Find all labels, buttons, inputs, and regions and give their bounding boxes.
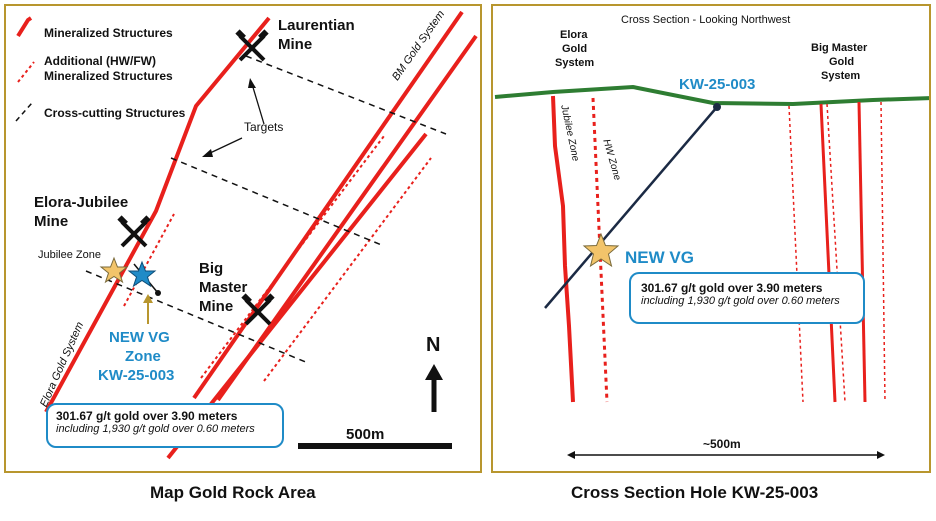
- bm-dotted-3: [880, 101, 886, 403]
- big-master-label-l3: Mine: [199, 298, 234, 315]
- new-vg-label-l1: NEW VG: [109, 329, 170, 346]
- section-new-vg-label: NEW VG: [625, 248, 694, 267]
- legend-mineralized: Mineralized Structures: [44, 26, 173, 40]
- legend-additional-l1: Additional (HW/FW): [44, 54, 156, 68]
- target-arrow-1: [251, 83, 265, 125]
- section-elora-l1: Elora: [560, 29, 588, 41]
- drill-hole-trace: [544, 106, 718, 309]
- section-bigmaster-l2: Gold: [829, 56, 855, 68]
- map-result-line2: including 1,930 g/t gold over 0.60 meter…: [56, 423, 255, 435]
- elora-jubilee-label-l2: Mine: [34, 213, 69, 230]
- section-result-line1: 301.67 g/t gold over 3.90 meters: [641, 281, 823, 295]
- section-bigmaster-l1: Big Master: [811, 42, 868, 54]
- laurentian-label-l1: Laurentian: [278, 17, 355, 34]
- section-title: Cross Section - Looking Northwest: [621, 14, 791, 26]
- legend-additional-l2: Mineralized Structures: [44, 69, 173, 83]
- new-vg-star-icon: [127, 260, 157, 288]
- section-hole-label: KW-25-003: [679, 76, 756, 93]
- crosscut-south: [85, 270, 309, 364]
- legend-dashed-black-symbol: [15, 102, 33, 122]
- section-vg-star-icon: [582, 232, 620, 268]
- hwfw-structure-1: [200, 135, 385, 379]
- bm-solid-1: [819, 103, 837, 403]
- target-arrowhead-1: [248, 78, 256, 88]
- map-result-box: 301.67 g/t gold over 3.90 meters includi…: [46, 403, 284, 448]
- elora-jubilee-label-l1: Elora-Jubilee: [34, 194, 129, 211]
- legend-solid-red-symbol: [16, 16, 33, 38]
- legend-crosscutting: Cross-cutting Structures: [44, 106, 186, 120]
- map-caption: Map Gold Rock Area: [150, 483, 316, 502]
- bm-solid-2: [857, 101, 867, 403]
- bm-dotted-2: [826, 103, 846, 403]
- drill-collar-dot: [713, 103, 721, 111]
- map-scale-label: 500m: [346, 426, 385, 443]
- crosscut-middle: [170, 157, 385, 247]
- section-elora-l2: Gold: [562, 43, 588, 55]
- section-canvas: [494, 84, 929, 459]
- targets-label: Targets: [244, 120, 284, 134]
- bm-dotted-1: [788, 105, 804, 403]
- elora-structure: [44, 16, 271, 413]
- scale-right-arrowhead: [877, 451, 885, 459]
- elora-jubilee-mine-icon: [117, 215, 151, 248]
- section-scale-label: ~500m: [703, 437, 741, 451]
- new-vg-arrowhead: [143, 294, 153, 303]
- cross-section-panel: Cross Section - Looking Northwest Elora …: [491, 4, 931, 473]
- map-panel: Mineralized Structures Additional (HW/FW…: [4, 4, 482, 473]
- section-result-box: 301.67 g/t gold over 3.90 meters includi…: [629, 272, 865, 324]
- north-label: N: [426, 334, 441, 356]
- jubilee-star-icon: [99, 256, 129, 284]
- section-bigmaster-l3: System: [821, 70, 861, 82]
- new-vg-label-l2: Zone: [125, 348, 161, 365]
- target-arrowhead-2: [202, 149, 213, 157]
- laurentian-label-l2: Mine: [278, 36, 313, 53]
- bm-structure-west: [192, 10, 464, 400]
- hwfw-structure-2: [263, 157, 432, 382]
- drill-end-dot: [155, 290, 161, 296]
- big-master-label-l1: Big: [199, 260, 224, 277]
- scale-left-arrowhead: [567, 451, 575, 459]
- crosscut-north: [245, 55, 447, 135]
- laurentian-mine-icon: [235, 29, 269, 62]
- target-arrow-2: [207, 137, 243, 155]
- new-vg-label-l3: KW-25-003: [98, 367, 175, 384]
- section-elora-l3: System: [555, 57, 595, 69]
- map-result-line1: 301.67 g/t gold over 3.90 meters: [56, 409, 238, 423]
- section-caption: Cross Section Hole KW-25-003: [571, 483, 819, 502]
- big-master-mine-icon: [241, 293, 275, 326]
- jubilee-zone-label: Jubilee Zone: [38, 249, 101, 261]
- big-master-label-l2: Master: [199, 279, 248, 296]
- north-arrow-icon: [425, 364, 443, 380]
- jubilee-zone-structure: [551, 95, 575, 403]
- legend-dotted-red-symbol: [17, 61, 35, 83]
- surface-line: [494, 84, 929, 107]
- section-result-line2: including 1,930 g/t gold over 0.60 meter…: [641, 295, 840, 307]
